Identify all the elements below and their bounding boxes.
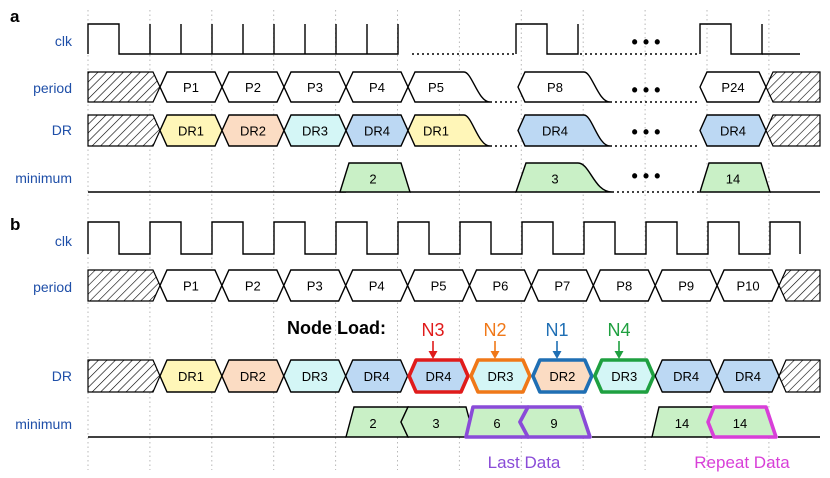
b-period-label: P2 [245, 279, 261, 294]
b-period-label: P8 [616, 279, 632, 294]
a-period-hatch-right [765, 71, 821, 103]
a-clk-ellipsis: • • • [632, 32, 661, 52]
a-min-label: 14 [726, 172, 740, 187]
b-min-cell-repeat [706, 405, 778, 439]
a-dr-hatch-left [87, 114, 161, 147]
a-min-cell [699, 162, 771, 193]
node-load-arrowhead-n3 [428, 351, 438, 359]
b-min-label: 14 [675, 416, 689, 431]
a-period-label: P5 [428, 80, 444, 95]
a-dr-label: DR3 [302, 124, 328, 139]
b-period-label: P1 [183, 279, 199, 294]
a-period-label: P1 [183, 80, 199, 95]
b-period-label: P6 [492, 279, 508, 294]
a-period-ellipsis: • • • [632, 80, 661, 100]
b-period-label: P9 [678, 279, 694, 294]
b-row-label-minimum: minimum [15, 416, 72, 432]
a-min-cell [515, 162, 613, 193]
b-min-cell [400, 406, 475, 438]
b-dr-label: DR2 [549, 369, 575, 384]
panel-a-label: a [10, 7, 20, 26]
a-dr-hatch-right [765, 114, 821, 147]
panel-b-label: b [10, 215, 20, 234]
b-dr-label: DR4 [673, 369, 699, 384]
a-period-label: P24 [721, 80, 744, 95]
b-period-label: P5 [431, 279, 447, 294]
a-dr-label: DR1 [178, 124, 204, 139]
b-period-label: P10 [736, 279, 759, 294]
b-clock-waveform [87, 221, 801, 255]
b-row-label-period: period [33, 279, 72, 295]
last-data-caption: Last Data [488, 453, 561, 472]
b-dr-label: DR3 [302, 369, 328, 384]
node-load-label-n1: N1 [545, 320, 568, 340]
b-period-hatch-left [87, 269, 161, 302]
node-load-label-n2: N2 [483, 320, 506, 340]
b-dr-hatch-left [87, 359, 161, 393]
b-dr-label: DR2 [240, 369, 266, 384]
b-dr-hatch-right [778, 359, 821, 393]
a-row-label-period: period [33, 80, 72, 96]
a-min-cell [339, 162, 411, 193]
a-min-label: 3 [551, 172, 558, 187]
b-dr-label: DR4 [735, 369, 761, 384]
a-clock-waveform [87, 23, 763, 55]
a-period-cell [517, 71, 611, 103]
b-dr-label: DR1 [178, 369, 204, 384]
a-dr-label: DR4 [364, 124, 390, 139]
b-dr-label: DR3 [487, 369, 513, 384]
b-row-label-dr: DR [52, 368, 72, 384]
b-period-label: P4 [369, 279, 385, 294]
a-row-label-clk: clk [55, 33, 73, 49]
a-period-label: P8 [547, 80, 563, 95]
b-dr-label: DR4 [426, 369, 452, 384]
b-min-cell-last [518, 405, 592, 439]
a-dr-label: DR4 [720, 124, 746, 139]
a-dr-ellipsis: • • • [632, 122, 661, 142]
a-period-label: P3 [307, 80, 323, 95]
b-min-label: 6 [493, 416, 500, 431]
b-row-label-clk: clk [55, 233, 73, 249]
a-dr-label: DR1 [423, 124, 449, 139]
a-row-label-minimum: minimum [15, 170, 72, 186]
node-load-label-n3: N3 [421, 320, 444, 340]
a-dr-cell [517, 114, 611, 147]
b-period-label: P3 [307, 279, 323, 294]
b-min-label: 14 [733, 416, 747, 431]
a-period-hatch-left [87, 71, 161, 103]
b-min-cell [345, 406, 410, 438]
node-load-title: Node Load: [287, 318, 386, 338]
node-load-arrowhead-n2 [490, 351, 500, 359]
a-dr-label: DR4 [542, 124, 568, 139]
a-period-label: P2 [245, 80, 261, 95]
a-dr-cell [407, 114, 491, 147]
a-min-label: 2 [369, 172, 376, 187]
b-dr-cell [469, 358, 532, 394]
repeat-data-caption: Repeat Data [694, 453, 790, 472]
b-min-label: 3 [432, 416, 439, 431]
a-dr-label: DR2 [240, 124, 266, 139]
b-dr-cell [592, 358, 656, 394]
b-min-label: 2 [369, 416, 376, 431]
b-period-label: P7 [554, 279, 570, 294]
a-period-cell [407, 71, 491, 103]
b-dr-cell [531, 358, 594, 394]
b-dr-cell [407, 358, 470, 394]
b-period-hatch-right [778, 269, 821, 302]
a-period-label: P4 [369, 80, 385, 95]
b-dr-label: DR4 [364, 369, 390, 384]
b-min-label: 9 [550, 416, 557, 431]
node-load-arrowhead-n4 [614, 351, 624, 359]
node-load-arrowhead-n1 [552, 351, 562, 359]
a-row-label-dr: DR [52, 122, 72, 138]
b-dr-label: DR3 [611, 369, 637, 384]
node-load-label-n4: N4 [607, 320, 630, 340]
a-minimum-ellipsis: • • • [632, 166, 661, 186]
